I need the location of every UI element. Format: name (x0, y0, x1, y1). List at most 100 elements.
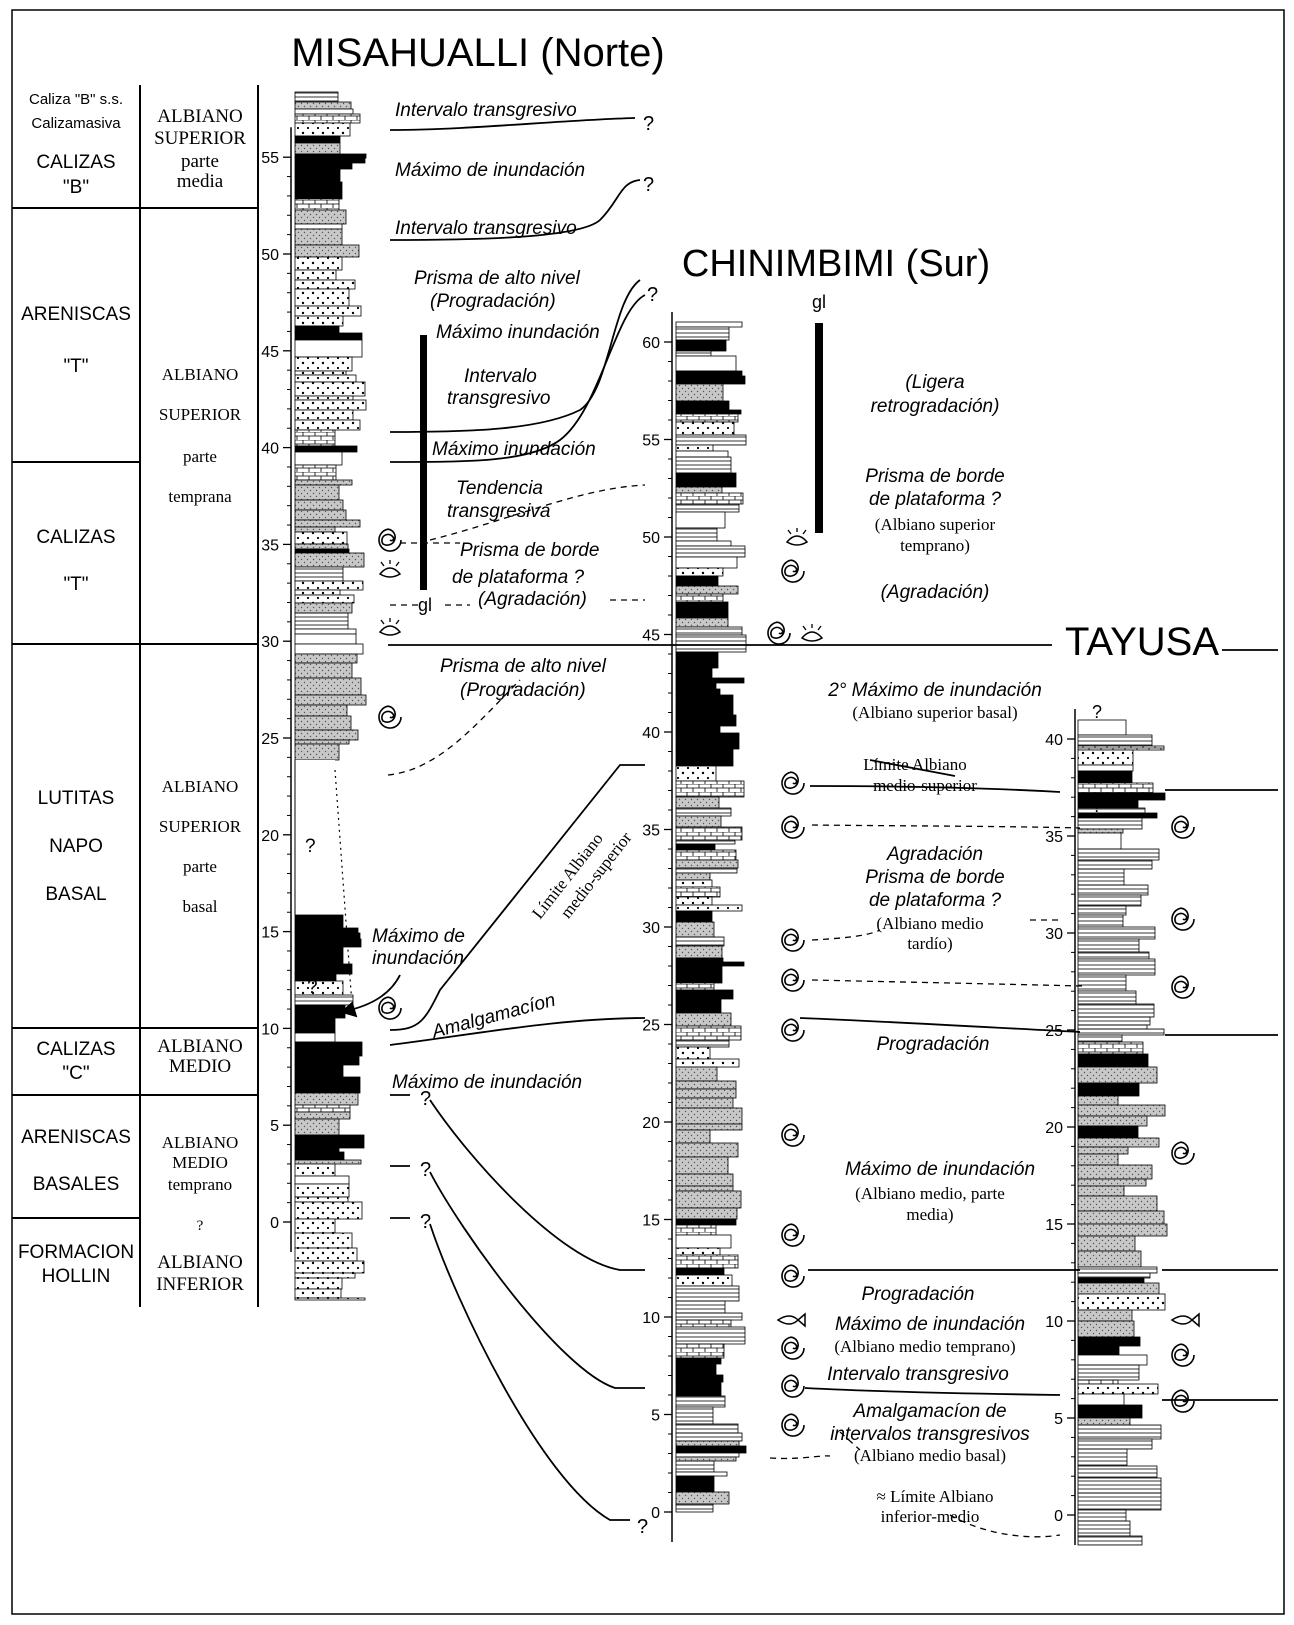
dashed-correlation-lines (387, 484, 1083, 1538)
axis-tick-label: 15 (642, 1213, 660, 1230)
lithology-bed (675, 998, 722, 1014)
question-mark: ? (643, 174, 654, 196)
lithology-bed (1077, 1535, 1143, 1546)
ammonite-icon (781, 1336, 805, 1360)
lithology-bed (294, 395, 354, 401)
ammonite-icon (1171, 1343, 1195, 1367)
age-name: ALBIANO (162, 777, 239, 796)
lithology-bed (294, 445, 358, 453)
lithology-bed (294, 1272, 356, 1279)
lithology-bed (675, 1456, 737, 1462)
age-name: ALBIANO (162, 1133, 239, 1152)
lithology-bed (675, 989, 734, 1000)
age-name: SUPERIOR (154, 128, 246, 149)
formation-name: CALIZAS (36, 152, 115, 173)
arrow-to-column (340, 974, 401, 1018)
lithology-bed (675, 1357, 722, 1365)
lithology-bed (675, 1039, 730, 1048)
lithology-bed (294, 429, 336, 447)
interpretation-label: transgresivo (447, 388, 551, 409)
lithology-bed (675, 1374, 724, 1383)
tayusa-column (1077, 719, 1168, 1546)
ammonite-icon (781, 1264, 805, 1288)
fish-icon (1170, 1312, 1200, 1328)
axis-tick-label: 5 (1054, 1411, 1063, 1428)
ammonite-icon (781, 1413, 805, 1437)
lithology-bed (675, 350, 712, 357)
lithology-bed (675, 503, 740, 513)
lithology-bed (675, 492, 744, 505)
interpretation-label: Prisma de borde (865, 867, 1004, 888)
fossil-symbols (378, 528, 1200, 1437)
interpretation-label: Tendencia (456, 478, 543, 499)
lithology-bed (675, 434, 747, 446)
interpretation-label: (Albiano medio (876, 914, 983, 933)
lithology-bed (675, 370, 743, 377)
lithology-bed (294, 938, 362, 948)
lithology-bed (675, 839, 736, 845)
lithology-bed (675, 1395, 726, 1408)
lithology-bed (675, 667, 713, 679)
interpretation-label: de plataforma ? (869, 890, 1001, 911)
lithology-bed (675, 682, 717, 690)
lithology-bed (675, 472, 737, 488)
lithology-bed (1077, 812, 1158, 819)
lithology-bed (294, 526, 336, 533)
lithology-bed (294, 91, 339, 103)
ammonite-icon (1171, 1141, 1195, 1165)
interpretation-label: (Albiano superior (875, 515, 996, 534)
lithology-bed (294, 181, 343, 200)
lithology-bed (675, 1460, 715, 1473)
age-name: SUPERIOR (159, 405, 242, 424)
lithology-bed (294, 339, 363, 358)
lithology-bed (1077, 764, 1134, 772)
lithology-bed (675, 444, 714, 452)
age-name: ALBIANO (157, 1036, 243, 1057)
interpretation-label: (Albiano medio basal) (854, 1446, 1006, 1465)
axis-tick-label: 35 (261, 537, 279, 554)
lithology-bed (294, 1159, 362, 1165)
ammonite-icon (781, 968, 805, 992)
lithology-bed (294, 1247, 358, 1262)
lithology-bed (675, 904, 743, 912)
lithology-bed (1077, 770, 1133, 784)
ammonite-icon (781, 928, 805, 952)
lithology-bed (294, 927, 359, 934)
lithology-bed (1077, 1137, 1160, 1148)
lithology-bed (1077, 1210, 1165, 1225)
question-mark: ? (637, 1516, 648, 1538)
ammonite-icon (1171, 907, 1195, 931)
axis-tick-label: 5 (651, 1408, 660, 1425)
lithology-bed (294, 1201, 363, 1220)
ammonite-icon (781, 815, 805, 839)
lithology-bed (675, 1185, 734, 1192)
interpretation-label: Progradación (876, 1034, 989, 1055)
lithology-bed (675, 527, 718, 542)
lithology-bed (1077, 719, 1127, 736)
age-name: ALBIANO (162, 365, 239, 384)
ammonite-icon (781, 559, 805, 583)
question-mark: ? (1092, 1080, 1102, 1100)
lithology-bed (675, 879, 713, 888)
interpretation-label: transgresiva (447, 501, 551, 522)
axis-tick-label: 45 (642, 628, 660, 645)
lithology-bed (675, 1471, 728, 1477)
axis-tick-label: 30 (642, 920, 660, 937)
lithology-bed (675, 1088, 737, 1099)
lithology-bed (1077, 990, 1137, 1005)
axis-tick-label: 50 (261, 247, 279, 264)
lithology-bed (1077, 817, 1143, 830)
lithology-bed (675, 556, 738, 569)
age-unknown: ? (197, 1218, 204, 1234)
age-name: MEDIO (172, 1153, 228, 1172)
bivalve-icon (785, 528, 809, 546)
question-mark: ? (1092, 796, 1102, 816)
lithology-bed (675, 1097, 734, 1109)
lithology-bed (294, 269, 337, 281)
interpretation-label: Máximo de (372, 926, 465, 947)
lithology-bed (294, 1163, 336, 1177)
lithology-bed (1077, 782, 1154, 794)
lithology-bed (294, 994, 354, 1006)
lithology-bed (675, 486, 723, 494)
lithology-bed (1077, 1003, 1155, 1018)
